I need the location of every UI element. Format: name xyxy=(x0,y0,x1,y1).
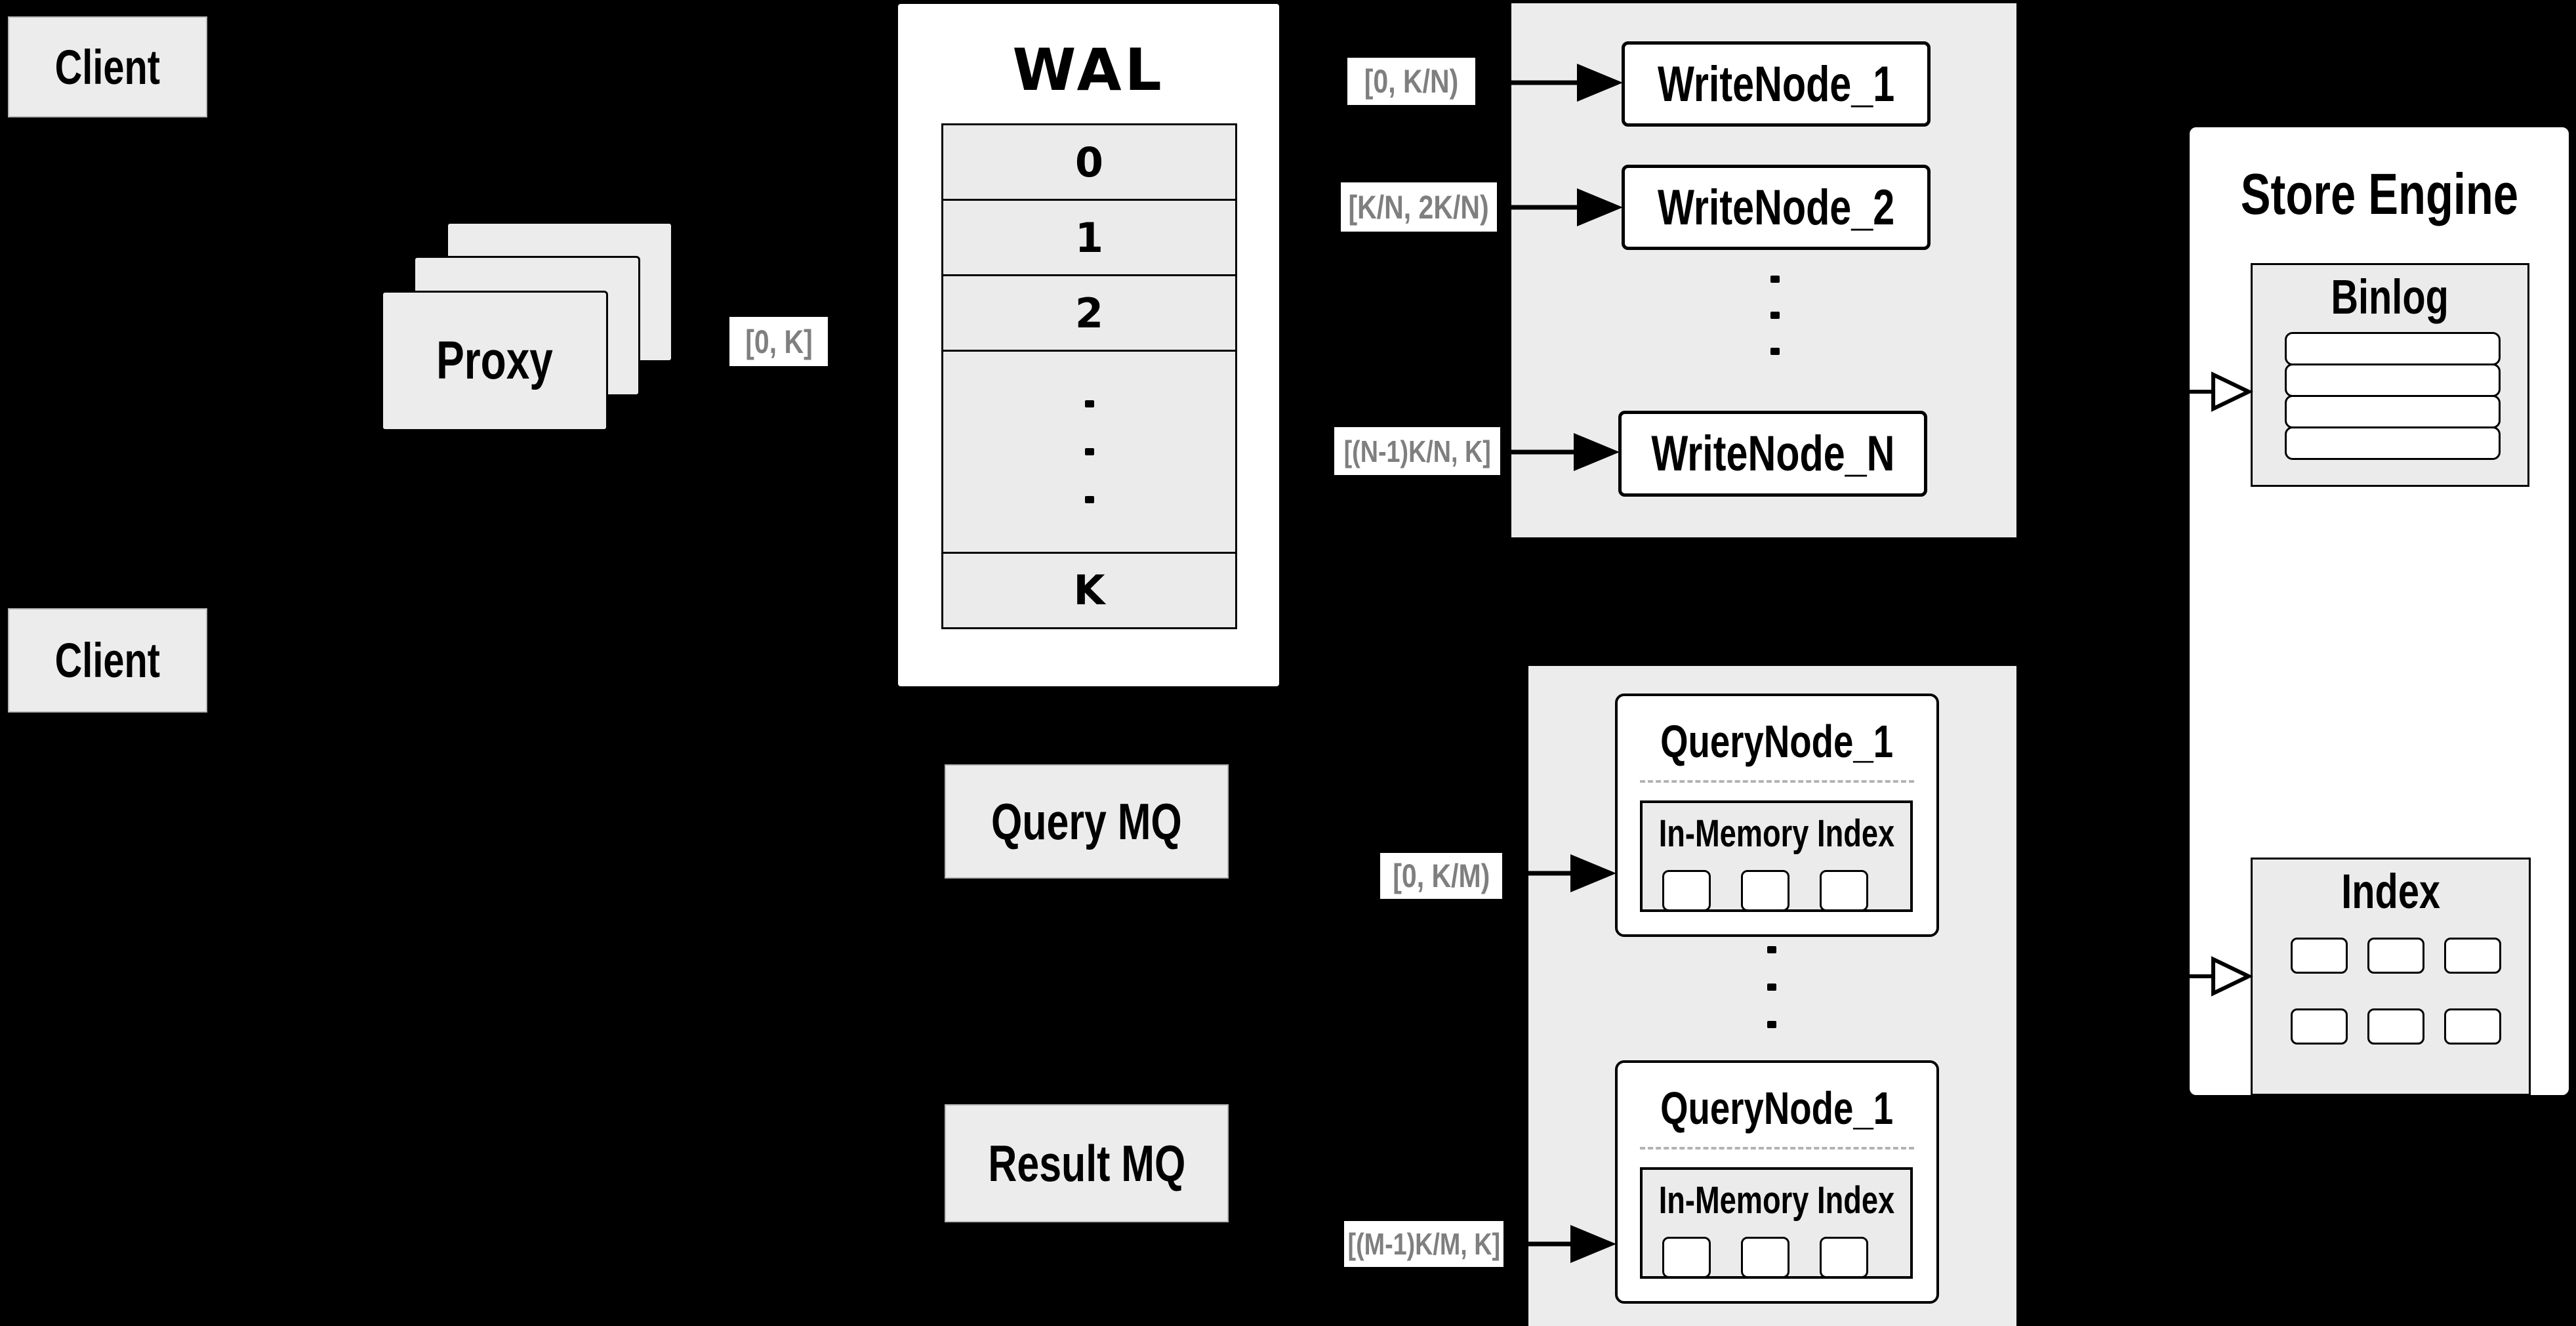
wal-table: 0 1 2 K xyxy=(941,123,1237,629)
client-bottom-node: Client xyxy=(8,608,207,713)
index-cells xyxy=(2291,938,2501,1045)
index-cell xyxy=(2291,1008,2348,1045)
wal-ellipsis xyxy=(943,350,1235,552)
in-memory-index-title-bottom: In-Memory Index xyxy=(1658,1178,1894,1222)
binlog-rows xyxy=(2285,332,2501,460)
range-label-write-2: [K/N, 2K/N) xyxy=(1341,182,1497,232)
result-mq-node: Result MQ xyxy=(945,1104,1229,1222)
index-cell xyxy=(2444,938,2501,974)
range-label-proxy-out: [0, K] xyxy=(729,317,828,366)
write-node-1: WriteNode_1 xyxy=(1622,41,1931,127)
index-box: Index xyxy=(2251,858,2531,1096)
client-top-label: Client xyxy=(54,39,161,94)
store-engine-title: Store Engine xyxy=(2240,161,2518,226)
query-node-bottom: QueryNode_1 In-Memory Index xyxy=(1615,1060,1939,1304)
proxy-stack: Proxy xyxy=(381,222,673,431)
in-memory-index-box-top: In-Memory Index xyxy=(1640,800,1913,912)
store-engine-panel: Store Engine Binlog Index xyxy=(2187,125,2571,1098)
in-memory-index-box-bottom: In-Memory Index xyxy=(1640,1167,1913,1279)
binlog-row xyxy=(2285,395,2501,428)
index-cell xyxy=(2291,938,2348,974)
proxy-node: Proxy xyxy=(381,291,608,431)
in-memory-index-title-top: In-Memory Index xyxy=(1658,812,1894,855)
query-node-top-title: QueryNode_1 xyxy=(1660,716,1894,767)
wal-container: WAL 0 1 2 K xyxy=(895,1,1282,689)
dashed-divider xyxy=(1640,780,1914,783)
range-label-query-top: [0, K/M) xyxy=(1380,853,1502,899)
wal-title: WAL xyxy=(1012,36,1165,104)
dashed-divider xyxy=(1640,1147,1914,1150)
range-label-write-1: [0, K/N) xyxy=(1347,58,1475,105)
index-title: Index xyxy=(2341,863,2440,919)
range-label-query-bottom: [(M-1)K/M, K] xyxy=(1344,1221,1503,1267)
memory-segment-cell xyxy=(1820,870,1868,911)
query-node-top: QueryNode_1 In-Memory Index xyxy=(1615,694,1939,937)
range-label-write-n: [(N-1)K/N, K] xyxy=(1334,427,1500,475)
memory-segment-cells xyxy=(1662,1237,1868,1278)
wal-segment-0: 0 xyxy=(943,125,1235,199)
memory-segment-cells xyxy=(1662,870,1868,911)
write-panel-ellipsis xyxy=(1770,276,1780,355)
query-node-bottom-title: QueryNode_1 xyxy=(1660,1083,1894,1134)
index-cell xyxy=(2367,938,2424,974)
binlog-row xyxy=(2285,363,2501,397)
client-top-node: Client xyxy=(8,16,207,117)
wal-segment-2: 2 xyxy=(943,274,1235,350)
memory-segment-cell xyxy=(1741,870,1789,911)
memory-segment-cell xyxy=(1820,1237,1868,1278)
binlog-row xyxy=(2285,332,2501,365)
memory-segment-cell xyxy=(1741,1237,1789,1278)
binlog-row xyxy=(2285,426,2501,460)
query-panel-ellipsis xyxy=(1767,946,1776,1028)
index-cell xyxy=(2367,1008,2424,1045)
wal-segment-1: 1 xyxy=(943,199,1235,275)
wal-segment-k: K xyxy=(943,551,1235,627)
client-bottom-label: Client xyxy=(54,633,161,688)
vertical-ellipsis xyxy=(1084,400,1094,504)
query-mq-node: Query MQ xyxy=(945,764,1229,879)
write-node-2: WriteNode_2 xyxy=(1622,165,1931,250)
index-cell xyxy=(2444,1008,2501,1045)
memory-segment-cell xyxy=(1662,870,1711,911)
memory-segment-cell xyxy=(1662,1237,1711,1278)
binlog-box: Binlog xyxy=(2251,263,2529,487)
write-node-n: WriteNode_N xyxy=(1618,411,1927,497)
proxy-label: Proxy xyxy=(436,331,553,390)
binlog-title: Binlog xyxy=(2331,269,2449,324)
